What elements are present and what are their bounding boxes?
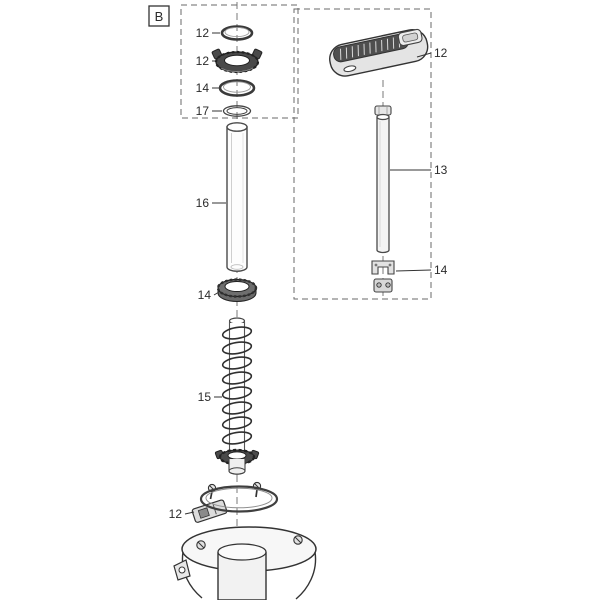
callout-left-union-nut: 14 bbox=[198, 288, 220, 302]
callout-right-cover: 12 bbox=[416, 46, 448, 60]
callout-right-tube: 13 bbox=[390, 163, 448, 177]
callout-label: 14 bbox=[198, 288, 212, 302]
spiral-coil bbox=[221, 326, 253, 445]
part-oring-top bbox=[220, 25, 254, 41]
callout-left-bayonet-ring: 12 bbox=[196, 54, 215, 68]
callout-label: 12 bbox=[434, 46, 448, 60]
callout-label: 16 bbox=[196, 196, 210, 210]
part-union-nut bbox=[216, 278, 258, 302]
callout-label: 12 bbox=[169, 507, 183, 521]
callout-left-clip: 12 bbox=[169, 507, 195, 521]
callout-label: 12 bbox=[196, 26, 210, 40]
callout-label: 12 bbox=[196, 54, 210, 68]
callout-left-oring-top: 12 bbox=[196, 26, 220, 40]
part-right-tube bbox=[374, 105, 392, 254]
cover-slot bbox=[343, 65, 357, 73]
callout-label: 14 bbox=[434, 263, 448, 277]
part-flat-ring bbox=[222, 105, 252, 117]
callout-label: 17 bbox=[196, 104, 210, 118]
part-right-clamp bbox=[371, 260, 395, 293]
callout-left-flat-ring: 17 bbox=[196, 104, 222, 118]
part-oring-mid bbox=[218, 79, 256, 97]
housing-bolt-right bbox=[293, 535, 303, 545]
detail-box-left bbox=[180, 4, 299, 119]
section-marker: B bbox=[148, 5, 170, 27]
housing-bolt-left bbox=[196, 540, 206, 550]
callout-label: 15 bbox=[198, 390, 212, 404]
callout-left-oring-mid: 14 bbox=[196, 81, 219, 95]
callout-left-glass-tube: 16 bbox=[196, 196, 226, 210]
callout-label: 14 bbox=[196, 81, 210, 95]
part-bayonet-ring bbox=[211, 48, 263, 74]
part-spiral-tube bbox=[214, 317, 260, 475]
cover-ribs bbox=[339, 36, 401, 60]
part-cover bbox=[329, 28, 429, 77]
callout-left-spiral-tube: 15 bbox=[198, 390, 222, 404]
detail-box-right bbox=[293, 8, 432, 300]
section-label: B bbox=[155, 9, 164, 24]
housing-gasket bbox=[199, 485, 279, 513]
part-glass-tube bbox=[226, 122, 248, 272]
callout-right-clamp: 14 bbox=[395, 263, 448, 277]
callout-label: 13 bbox=[434, 163, 448, 177]
part-housing bbox=[173, 485, 317, 600]
